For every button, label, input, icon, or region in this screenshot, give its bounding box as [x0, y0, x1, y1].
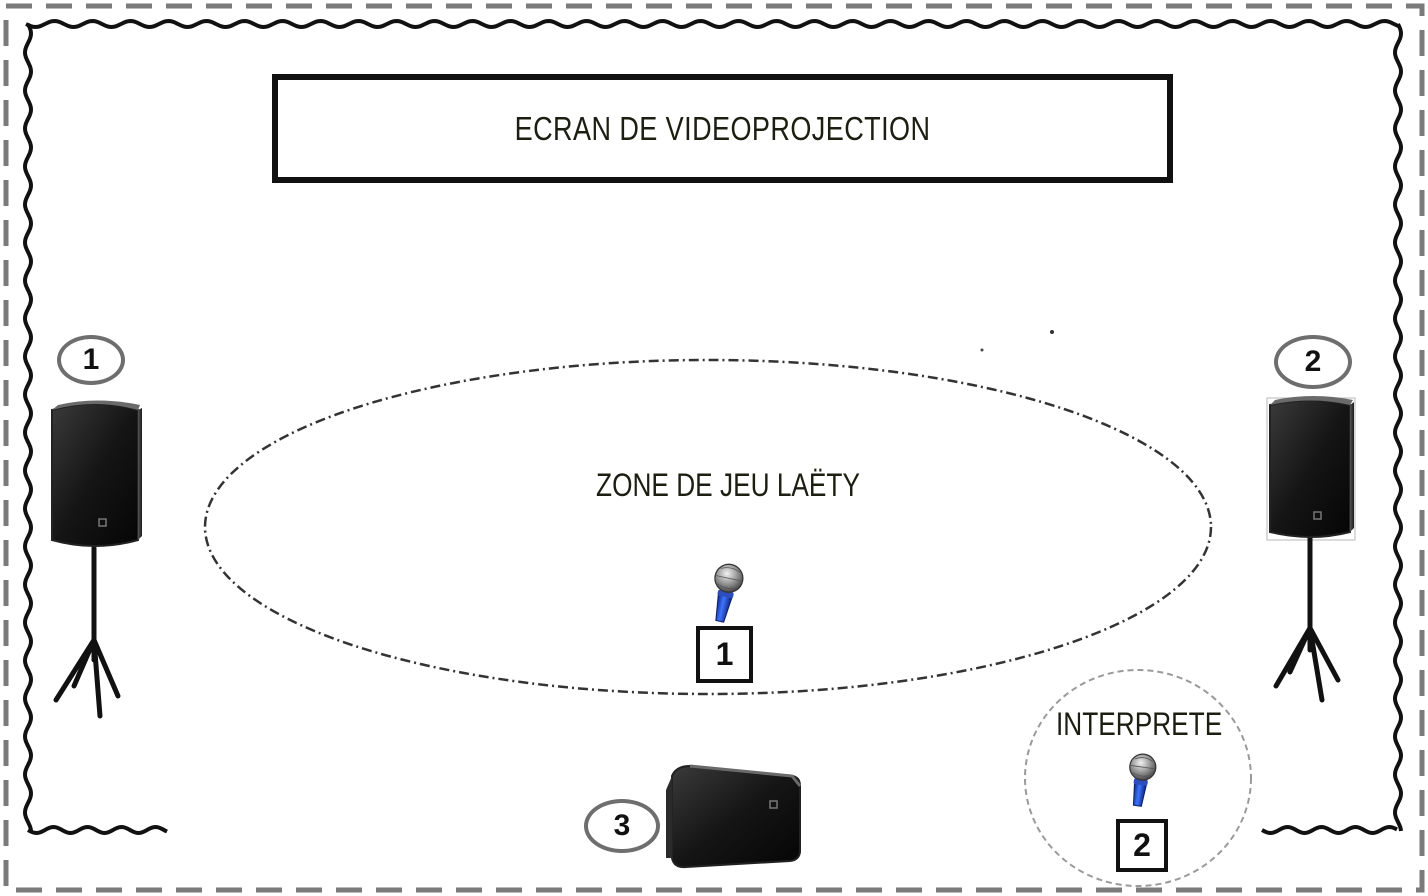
play-zone-ellipse: [203, 358, 1213, 696]
speaker-3-number: 3: [584, 799, 660, 853]
outer-dashed-frame: [3, 3, 1425, 893]
projection-screen: ECRAN DE VIDEOPROJECTION: [272, 74, 1173, 183]
stage-wavy-border: [23, 19, 1403, 835]
microphone-1-icon: [714, 563, 744, 623]
interpreter-zone-label: INTERPRETE: [1056, 706, 1223, 742]
speaker-2-number: 2: [1274, 335, 1352, 389]
speaker-2-icon: [1266, 396, 1356, 703]
speaker-3-icon: [666, 764, 802, 869]
speaker-1-icon: [51, 400, 142, 719]
microphone-1-number: 1: [696, 626, 753, 683]
interpreter-zone-circle: [1024, 669, 1252, 887]
play-zone-label: ZONE DE JEU LAËTY: [596, 467, 860, 503]
microphone-2-icon: [1129, 753, 1157, 807]
microphone-2-number: 2: [1116, 819, 1168, 872]
projection-screen-label: ECRAN DE VIDEOPROJECTION: [514, 109, 931, 147]
speaker-1-number: 1: [57, 335, 125, 385]
